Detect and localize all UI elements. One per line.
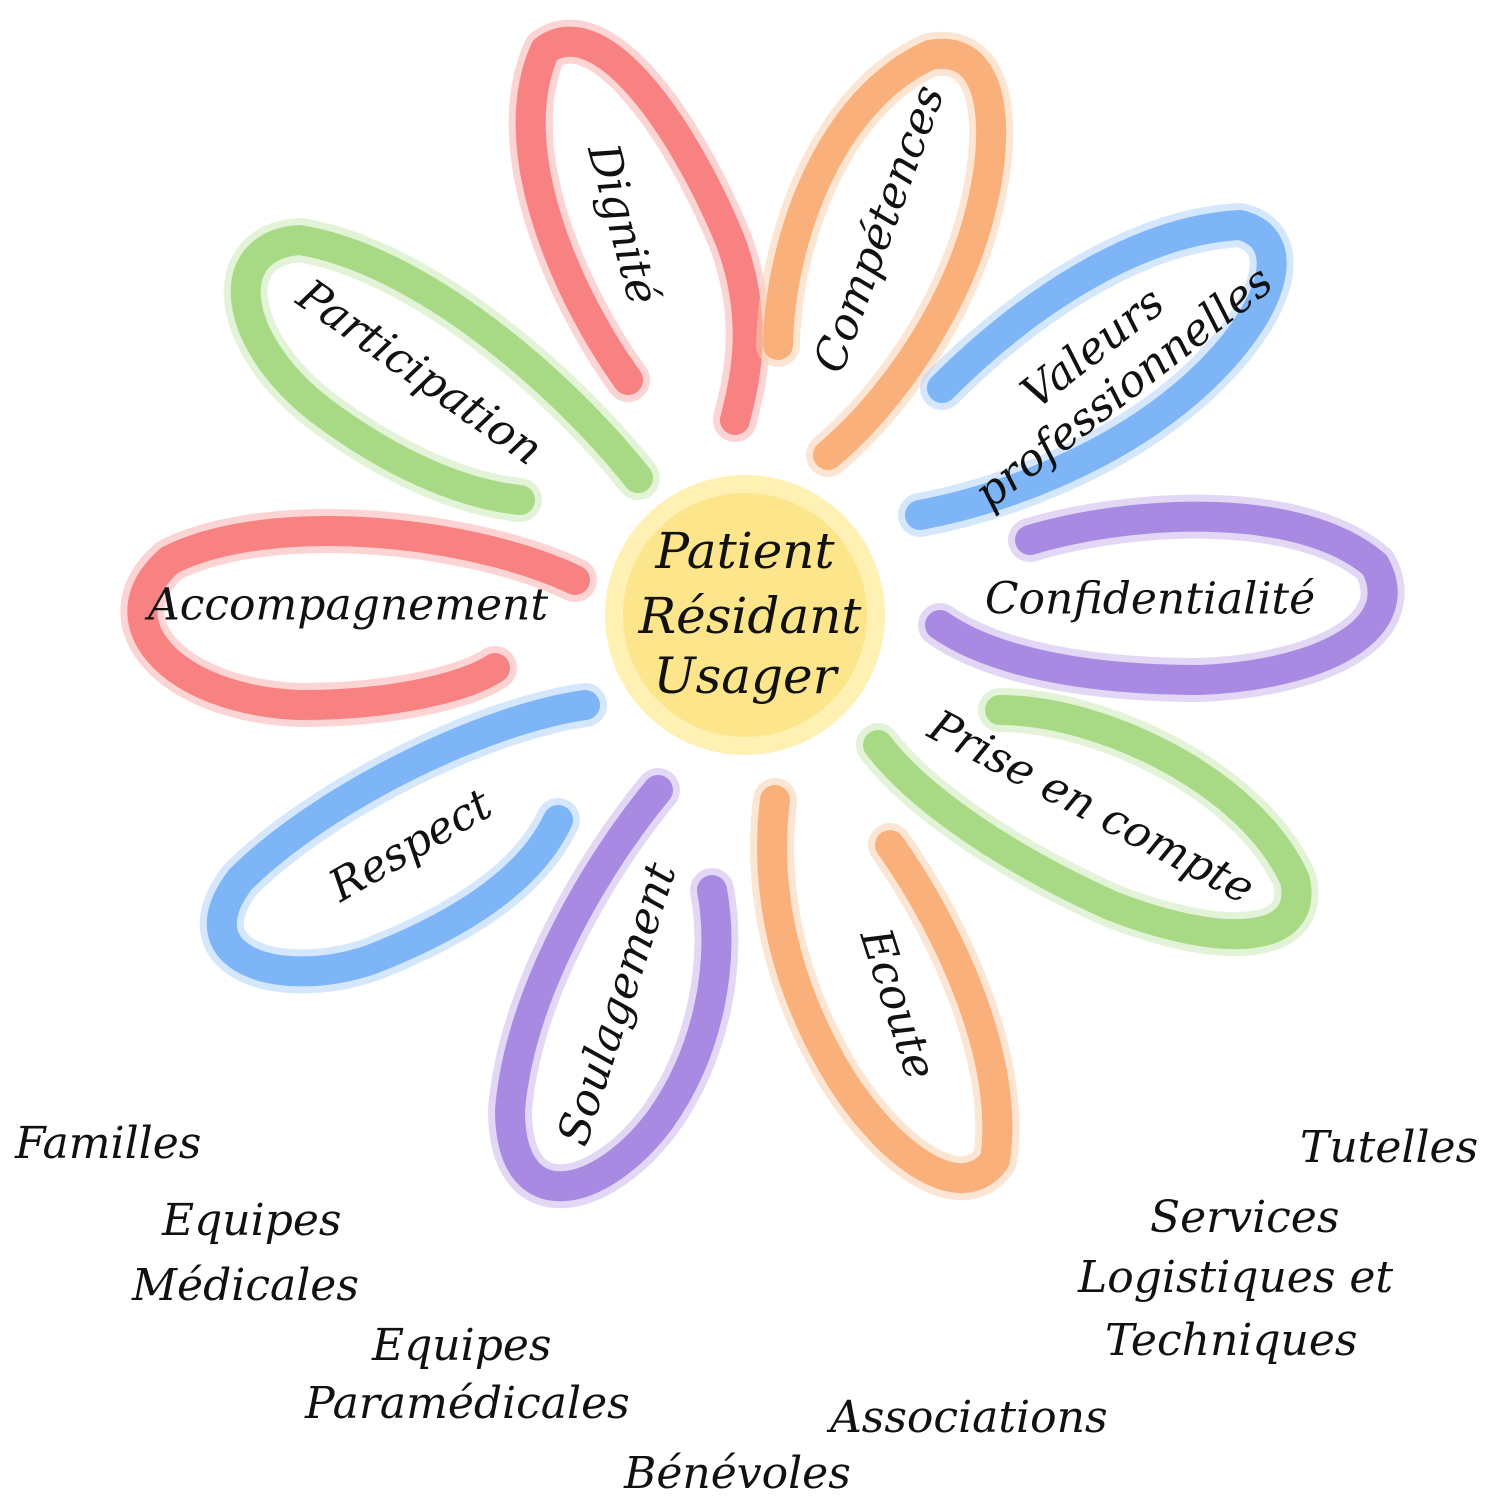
stakeholder-services-line3: Techniques (1105, 1315, 1357, 1366)
center-line-residant: Résidant (638, 587, 863, 645)
petal-dignite: Dignité (508, 19, 770, 442)
stakeholder-associations: Associations (826, 1392, 1108, 1443)
center-disc: Patient Résidant Usager (605, 475, 885, 755)
petal-respect-stroke (206, 690, 600, 987)
petal-participation-stroke (230, 225, 653, 515)
stakeholder-tutelles: Tutelles (1300, 1122, 1478, 1173)
stakeholder-benevoles: Bénévoles (623, 1448, 851, 1497)
stakeholder-equipes-medicales-line1: Equipes (161, 1195, 341, 1246)
petal-prise-stroke (863, 695, 1312, 950)
center-line-patient: Patient (654, 522, 835, 580)
petal-ecoute-stroke (757, 785, 1013, 1194)
petal-competences-stroke (763, 38, 1007, 470)
petal-valeurs-stroke (905, 210, 1287, 530)
petal-accompagnement-stroke (127, 516, 590, 720)
stakeholder-services-line1: Services (1150, 1192, 1339, 1243)
petal-respect: Respect (199, 683, 607, 994)
stakeholder-services-line2: Logistiques et (1077, 1252, 1393, 1303)
petal-confidentialite: Confidentialité (918, 494, 1405, 702)
center-line-usager: Usager (653, 647, 839, 705)
center-fill (623, 493, 867, 737)
stakeholder-equipes-paramedicales-line2: Paramédicales (304, 1378, 630, 1429)
petal-confidentialite-label: Confidentialité (985, 574, 1315, 625)
petal-accompagnement: Accompagnement (120, 509, 597, 727)
stakeholder-equipes-medicales-line2: Médicales (131, 1260, 359, 1311)
petal-accompagnement-label: Accompagnement (144, 580, 548, 631)
petal-confidentialite-stroke (925, 501, 1398, 695)
petal-dignite-stroke (515, 26, 763, 435)
petal-ecoute: Ecoute (750, 778, 1020, 1201)
stakeholder-equipes-paramedicales-line1: Equipes (371, 1320, 551, 1371)
stakeholder-familles: Familles (14, 1118, 201, 1169)
petal-soulagement-stroke (495, 775, 732, 1202)
